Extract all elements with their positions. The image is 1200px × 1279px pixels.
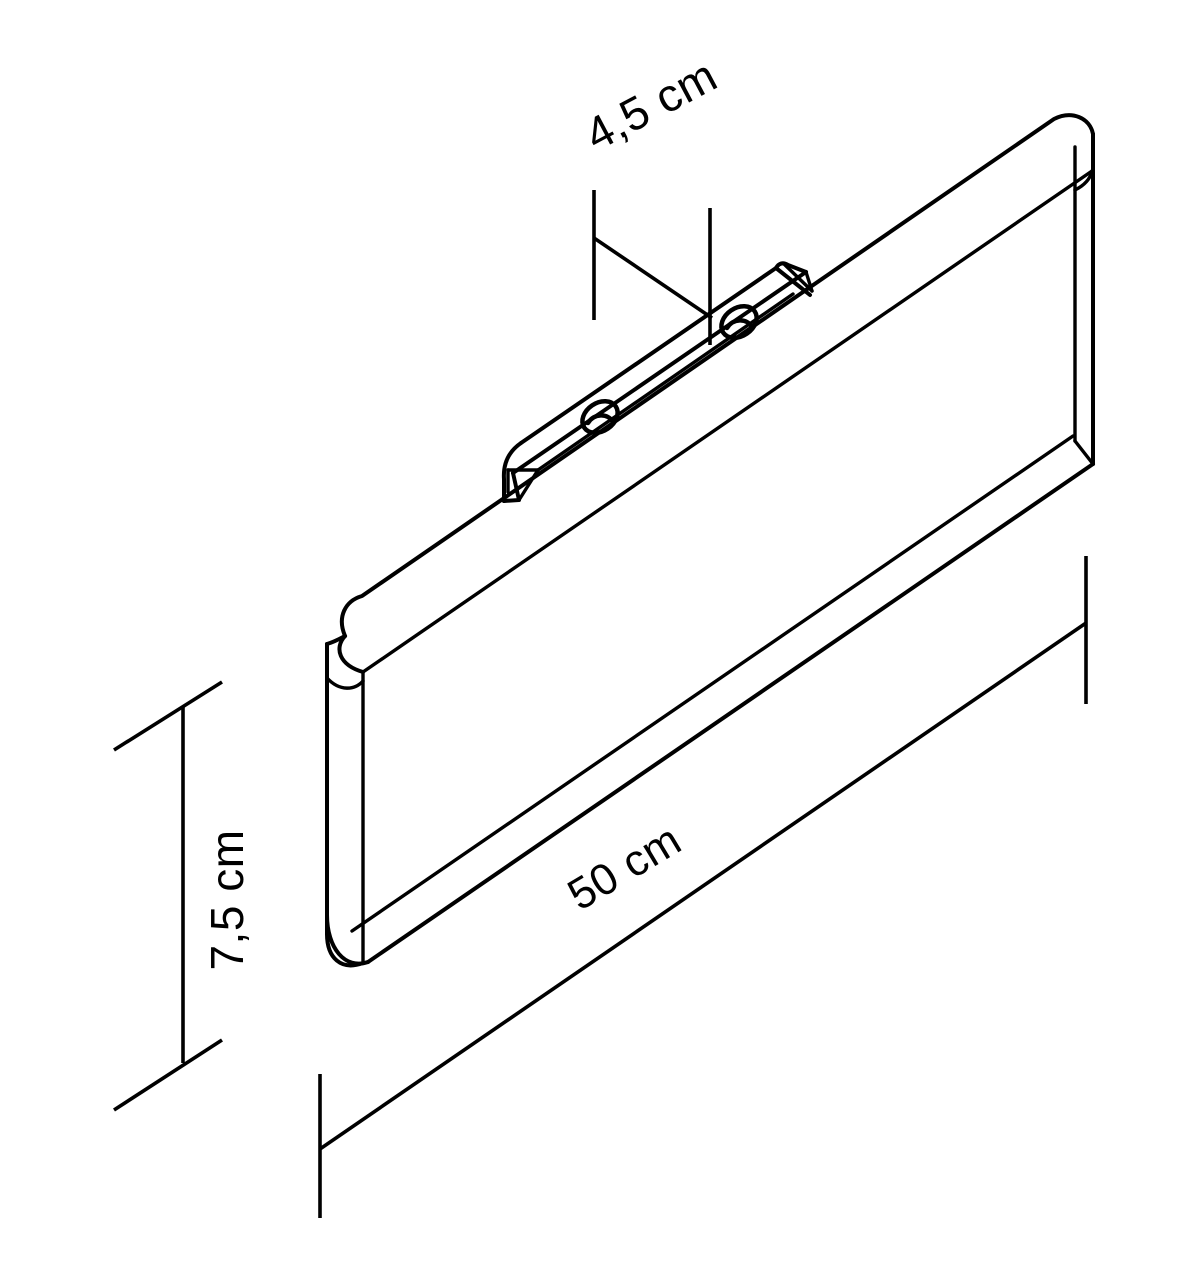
screw-holes (580, 304, 759, 435)
bracket-front-lower-edge (511, 270, 808, 475)
bracket-right-tab-outer (774, 266, 812, 297)
panel-left-endcap-top-arc (337, 634, 365, 674)
height-tick-top (113, 680, 223, 752)
depth-dimension-label: 4,5 cm (576, 49, 725, 161)
bracket-right-tab-inner (782, 262, 814, 293)
mounting-bracket (501, 261, 814, 503)
panel-bottom-outer-edge (366, 462, 1095, 964)
panel-top-fold-line (361, 169, 1094, 674)
panel-top-outer-edge (339, 113, 1095, 638)
screw-hole-upper (719, 304, 759, 340)
front-panel (325, 113, 1095, 968)
length-dimension-line (318, 621, 1088, 1151)
bracket-right-end-closure (804, 270, 814, 293)
panel-bottom-fold-line (350, 434, 1075, 933)
bracket-right-top-chamfer (774, 261, 808, 274)
screw-hole-upper-countersink (724, 318, 755, 331)
length-dimension-label: 50 cm (559, 815, 689, 920)
panel-left-endcap-upper-joint (325, 634, 347, 646)
bracket-left-nose-arc (501, 441, 523, 503)
panel-left-bead-separation-arc (325, 676, 365, 690)
height-tick-bottom (113, 1038, 223, 1112)
screw-hole-lower-countersink (585, 413, 616, 426)
dimension-depth-4-5cm: 4,5 cm (576, 49, 725, 345)
dimension-length-50cm: 50 cm (318, 556, 1088, 1218)
bracket-left-nose-lower-fold (517, 468, 540, 502)
dimension-height-7-5cm: 7,5 cm (113, 680, 253, 1112)
panel-right-bottom-joint (1073, 439, 1095, 466)
bracket-top-edge (519, 266, 778, 445)
panel-bottom-left-corner-arc (325, 913, 370, 966)
depth-dimension-arrow (592, 236, 714, 320)
screw-hole-lower (580, 399, 620, 435)
height-dimension-label: 7,5 cm (201, 829, 253, 970)
panel-right-endcap-arc (1073, 169, 1094, 192)
